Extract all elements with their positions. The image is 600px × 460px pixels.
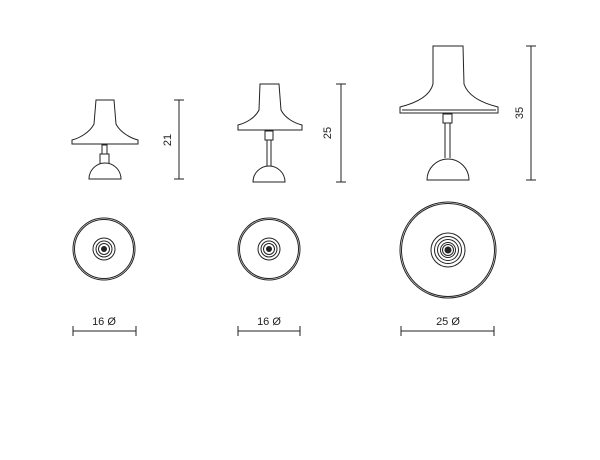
lamp-1-height-label: 21 (162, 134, 174, 146)
lamp-1-ring-b (95, 240, 113, 258)
lamp-1-top-view (72, 217, 136, 281)
lamp-1-ring-c (98, 243, 110, 255)
lamp-2-diameter-label: 16 Ø (257, 316, 281, 328)
lamp-2-ring-a (257, 237, 281, 261)
lamp-1-diameter-label: 16 Ø (92, 316, 116, 328)
lamp-3-ring-d (440, 242, 456, 258)
lamp-2-top-view (237, 217, 301, 281)
lamp-2-joint (264, 130, 274, 141)
lamp-3-base (426, 158, 470, 181)
lamp-3-height-dimension: 35 (514, 45, 536, 181)
lamp-1-height-dimension: 21 (162, 99, 184, 180)
lamp-2-side-view (237, 83, 303, 183)
lamp-3-ring-c (437, 239, 459, 261)
lamp-3-diameter-label: 25 Ø (436, 316, 460, 328)
lamp-1-diameter-dimension: 16 Ø (72, 316, 137, 336)
lamp-3-ring-b (434, 236, 462, 264)
lamp-1-base (88, 162, 122, 180)
lamp-2-base (252, 165, 286, 183)
lamp-2-height-label: 25 (322, 127, 334, 139)
lamp-3-side-view (399, 45, 499, 181)
lamp-2-shade (237, 83, 303, 131)
lamp-1-center-dot (101, 246, 107, 252)
lamp-3: 35 25 Ø (399, 45, 536, 336)
lamp-3-ring-a (430, 232, 466, 268)
lamp-3-center-dot (444, 246, 452, 254)
lamp-3-outer-ring-inner (401, 203, 495, 297)
lamp-3-diameter-dimension: 25 Ø (400, 316, 495, 336)
lamp-1-outer-ring (72, 217, 136, 281)
lamp-2-ring-b (260, 240, 278, 258)
lamp-2-outer-ring-inner (239, 219, 299, 279)
lamp-3-joint (442, 113, 453, 124)
lamp-1-ring-a (92, 237, 116, 261)
lamp-3-ring-e (442, 244, 454, 256)
lamp-2-diameter-dimension: 16 Ø (237, 316, 301, 336)
lamp-2-height-dimension: 25 (322, 83, 346, 183)
lamp-2-ring-c (263, 243, 275, 255)
lamp-2: 25 16 Ø (237, 83, 346, 336)
lamp-1: 21 16 Ø (71, 99, 184, 336)
lamp-2-center-dot (266, 246, 272, 252)
lamp-1-outer-ring-inner (74, 219, 134, 279)
lamp-3-top-view (399, 201, 497, 299)
lamp-3-shade (399, 45, 499, 114)
lamp-1-side-view (71, 99, 139, 180)
lamp-1-shade (71, 99, 139, 145)
lamp-3-height-label: 35 (514, 107, 526, 119)
lamp-2-outer-ring (237, 217, 301, 281)
lamp-3-outer-ring (399, 201, 497, 299)
